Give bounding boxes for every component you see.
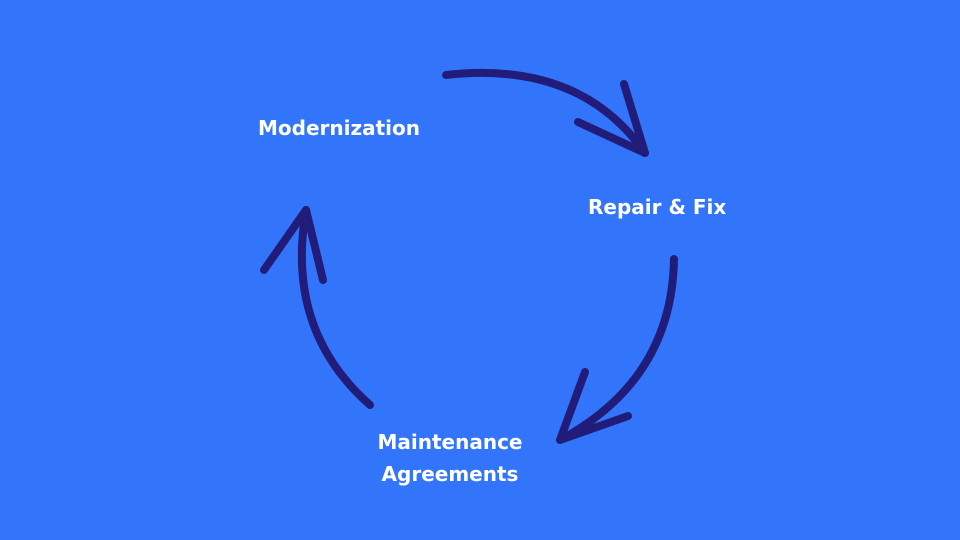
arrow-modernization-to-repair-icon — [442, 68, 649, 157]
arrow-maintenance-to-modernization-icon — [260, 206, 374, 409]
node-maintenance-agreements: Maintenance Agreements — [370, 426, 530, 490]
node-maintenance-line-2: Agreements — [381, 462, 519, 486]
arrow-repair-to-maintenance-icon — [556, 255, 678, 444]
node-repair-fix: Repair & Fix — [588, 195, 727, 219]
node-maintenance-line-1: Maintenance — [377, 430, 523, 454]
node-modernization: Modernization — [258, 116, 421, 140]
